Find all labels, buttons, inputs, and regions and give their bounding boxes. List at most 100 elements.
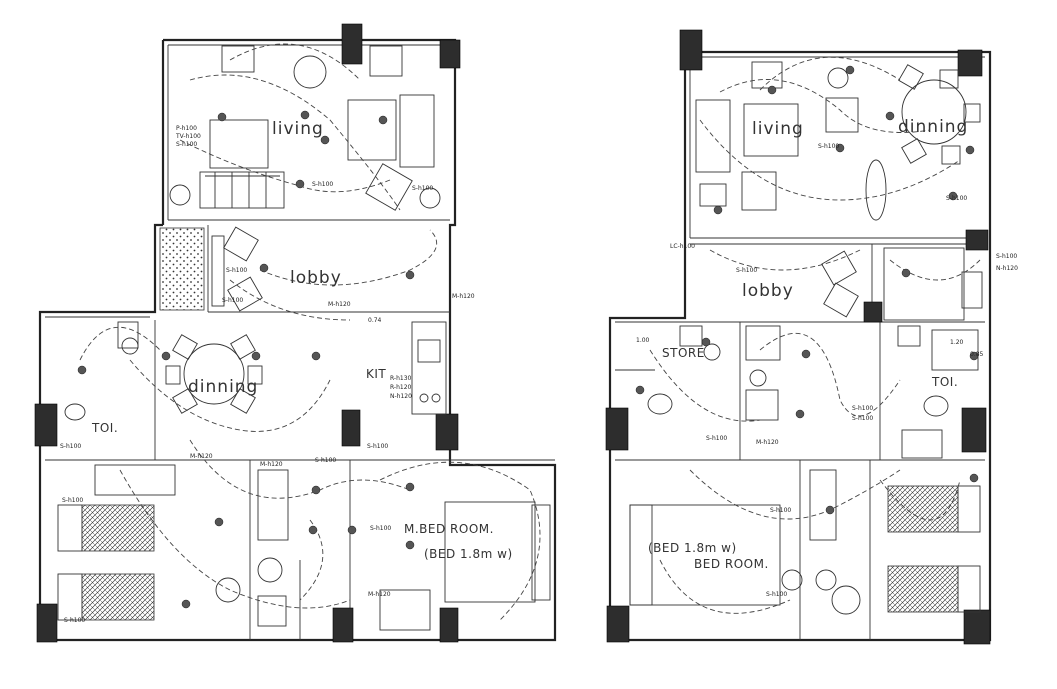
svg-text:P-h100: P-h100: [176, 125, 197, 132]
svg-text:S-h100: S-h100: [736, 267, 757, 274]
column: [963, 609, 991, 645]
armchair: [825, 97, 859, 133]
room-label-dinning: dinning: [898, 117, 968, 137]
bed-size-label: (BED 1.8m w): [424, 547, 513, 561]
wardrobe: [901, 429, 943, 459]
svg-text:S-h100: S-h100: [367, 443, 388, 450]
left-unit-plan: P-h100 TV-h100 S-h100 S-h100 S-h100 S-h1…: [34, 23, 557, 643]
svg-text:S-h100: S-h100: [770, 507, 791, 514]
column: [341, 23, 363, 65]
switch-tag: M-h120: [452, 293, 475, 300]
double-bed: [444, 501, 536, 603]
wardrobe: [94, 464, 176, 496]
switch-tag: M-h120: [190, 453, 213, 460]
tv-unit: [347, 99, 397, 161]
outlet-tag: N-h120: [390, 393, 412, 400]
column: [863, 301, 883, 323]
double-bed: [629, 504, 781, 606]
svg-text:S-h100: S-h100: [818, 143, 839, 150]
dimension-label: 0.85: [970, 351, 984, 358]
coffee-table: [743, 103, 799, 157]
switch-tag: M-h120: [368, 591, 391, 598]
outlet-tag: R-h120: [390, 384, 412, 391]
dimension-label: 1.20: [950, 339, 964, 346]
svg-text:S-h100: S-h100: [412, 185, 433, 192]
room-label-lobby: lobby: [742, 281, 794, 301]
round-table: [293, 55, 327, 89]
sofa: [199, 171, 285, 209]
column: [679, 29, 703, 71]
column: [606, 605, 630, 643]
column: [965, 229, 989, 251]
svg-text:S-h100: S-h100: [222, 297, 243, 304]
svg-text:S-h100: S-h100: [766, 591, 787, 598]
column: [961, 407, 987, 453]
desk: [379, 589, 431, 631]
room-label-living: living: [752, 119, 804, 139]
room-label-kitchen: KIT: [366, 367, 386, 381]
chair: [223, 226, 259, 262]
room-label-toilet: TOI.: [931, 375, 958, 389]
svg-text:S-h100: S-h100: [852, 405, 873, 412]
armchair: [221, 45, 255, 73]
room-label-toilet: TOI.: [91, 421, 118, 435]
sofa: [399, 94, 435, 168]
right-unit-plan: S-h100 S-h100 LC-h100 S-h100 S-h100 N-h1…: [605, 29, 1018, 645]
light-fixtures: [77, 110, 415, 609]
svg-text:S-h100: S-h100: [370, 525, 391, 532]
room-label-living: living: [272, 119, 324, 139]
sofa: [695, 99, 731, 173]
svg-text:S-h100: S-h100: [60, 443, 81, 450]
svg-text:S-h100: S-h100: [706, 435, 727, 442]
svg-text:LC-h100: LC-h100: [670, 243, 695, 250]
coffee-table: [209, 119, 269, 169]
light-fixtures: [635, 65, 979, 515]
column: [605, 407, 629, 451]
bed-size-label: (BED 1.8m w): [648, 541, 737, 555]
wardrobe: [809, 469, 837, 541]
room-label-bedroom: BED ROOM.: [694, 557, 769, 571]
room-label-dinning: dinning: [188, 377, 258, 397]
dining-table: [183, 343, 245, 405]
toilet-seat: [647, 393, 673, 415]
wardrobe: [257, 469, 289, 541]
switch-tag: M-h120: [260, 461, 283, 468]
svg-text:S-h100: S-h100: [226, 267, 247, 274]
switch-tag: M-h120: [328, 301, 351, 308]
column: [957, 49, 983, 77]
room-label-master-bedroom: M.BED ROOM.: [404, 522, 494, 536]
room-label-lobby: lobby: [290, 268, 342, 288]
svg-text:N-h120: N-h120: [996, 265, 1018, 272]
column: [332, 607, 354, 643]
sink: [417, 339, 441, 363]
dimension-label: 0.74: [368, 317, 382, 324]
dining-table: [901, 79, 967, 145]
dimension-label: 1.00: [636, 337, 650, 344]
column: [34, 403, 58, 447]
armchair: [369, 45, 403, 77]
single-bed: [81, 504, 155, 552]
room-label-store: STORE: [662, 346, 705, 360]
single-bed: [887, 565, 959, 613]
svg-text:S-h100: S-h100: [62, 497, 83, 504]
armchair: [741, 171, 777, 211]
column: [439, 607, 459, 643]
svg-text:S-h100: S-h100: [996, 253, 1017, 260]
column: [439, 39, 461, 69]
svg-text:S-h100: S-h100: [315, 457, 336, 464]
svg-text:TV-h100: TV-h100: [175, 133, 201, 140]
column: [435, 413, 459, 451]
single-bed: [887, 485, 959, 533]
switch-tag: M-h120: [756, 439, 779, 446]
armchair: [365, 163, 413, 211]
svg-text:S-h100: S-h100: [312, 181, 333, 188]
kitchen-counter: [411, 321, 447, 415]
chair: [227, 276, 263, 312]
svg-text:S-h100: S-h100: [176, 141, 197, 148]
column: [341, 409, 361, 447]
svg-text:S-h100: S-h100: [946, 195, 967, 202]
svg-text:S-h100: S-h100: [852, 415, 873, 422]
svg-text:S-h100: S-h100: [64, 617, 85, 624]
plant: [865, 159, 887, 221]
